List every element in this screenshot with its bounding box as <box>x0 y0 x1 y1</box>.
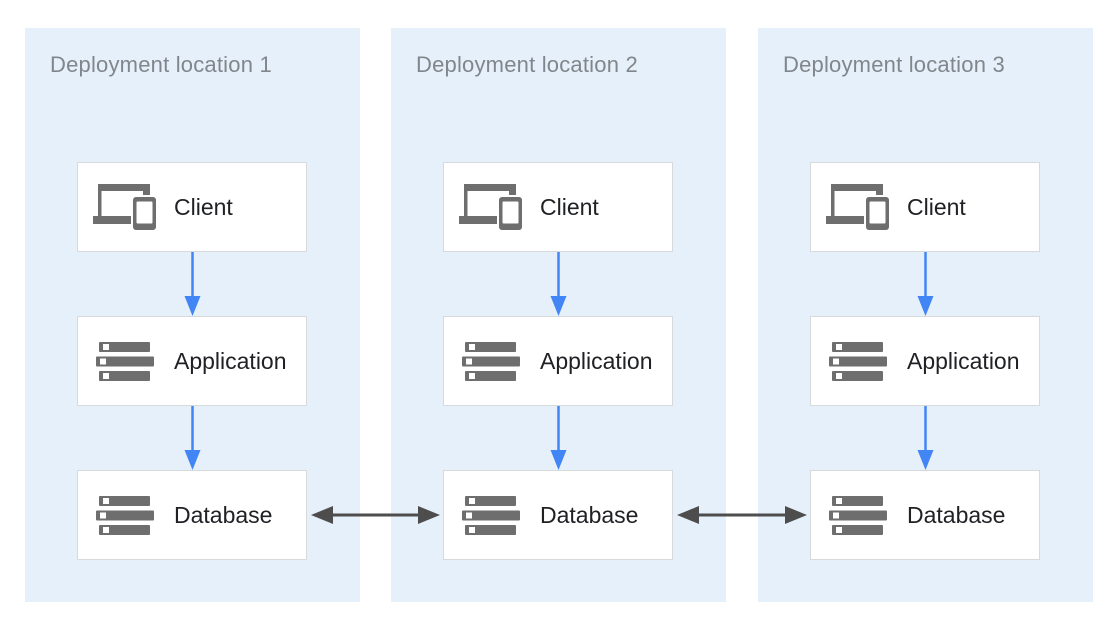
deployment-location-panel-2: Deployment location 2 Client <box>391 28 726 602</box>
database-node-3: Database <box>810 470 1040 560</box>
devices-icon <box>92 184 158 230</box>
node-label: Database <box>174 501 273 528</box>
database-node-1: Database <box>77 470 307 560</box>
deployment-location-panel-1: Deployment location 1 Client <box>25 28 360 602</box>
deployment-location-panel-3: Deployment location 3 Client <box>758 28 1093 602</box>
node-label: Client <box>907 193 966 220</box>
node-label: Database <box>540 501 639 528</box>
node-label: Application <box>174 347 287 374</box>
server-stack-icon <box>825 341 891 381</box>
node-label: Application <box>540 347 653 374</box>
devices-icon <box>825 184 891 230</box>
server-stack-icon <box>825 495 891 535</box>
node-label: Client <box>174 193 233 220</box>
panel-title-1: Deployment location 1 <box>50 52 272 77</box>
devices-icon <box>458 184 524 230</box>
application-node-1: Application <box>77 316 307 406</box>
database-node-2: Database <box>443 470 673 560</box>
server-stack-icon <box>92 495 158 535</box>
client-node-1: Client <box>77 162 307 252</box>
node-label: Database <box>907 501 1006 528</box>
server-stack-icon <box>458 495 524 535</box>
application-node-3: Application <box>810 316 1040 406</box>
server-stack-icon <box>92 341 158 381</box>
application-node-2: Application <box>443 316 673 406</box>
node-label: Application <box>907 347 1020 374</box>
panel-title-3: Deployment location 3 <box>783 52 1005 77</box>
panel-title-2: Deployment location 2 <box>416 52 638 77</box>
client-node-2: Client <box>443 162 673 252</box>
node-label: Client <box>540 193 599 220</box>
server-stack-icon <box>458 341 524 381</box>
client-node-3: Client <box>810 162 1040 252</box>
